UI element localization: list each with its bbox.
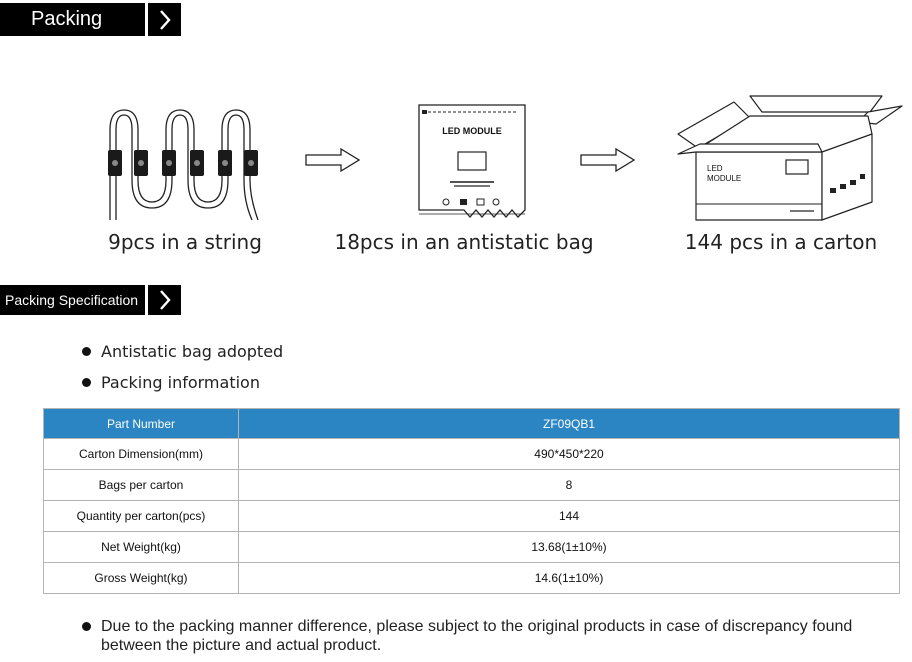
arrow-right-icon bbox=[580, 147, 636, 177]
table-row: Quantity per carton(pcs) 144 bbox=[43, 500, 900, 532]
table-cell-label: Net Weight(kg) bbox=[43, 531, 239, 563]
table-cell-value: 144 bbox=[238, 500, 900, 532]
table-row: Gross Weight(kg) 14.6(1±10%) bbox=[43, 562, 900, 594]
arrow-right-icon bbox=[305, 147, 361, 177]
antistatic-bag-illustration: LED MODULE bbox=[418, 104, 526, 225]
carton-label-line1: LED bbox=[707, 164, 723, 173]
table-row: Carton Dimension(mm) 490*450*220 bbox=[43, 438, 900, 470]
table-cell-value: 14.6(1±10%) bbox=[238, 562, 900, 594]
led-string-illustration bbox=[100, 100, 270, 230]
carton-label-line2: MODULE bbox=[707, 174, 742, 183]
bullet-text: Antistatic bag adopted bbox=[101, 342, 284, 361]
section-title: Packing bbox=[31, 8, 103, 30]
bullet-text: Packing information bbox=[101, 373, 260, 392]
packing-info-table: Part Number ZF09QB1 Carton Dimension(mm)… bbox=[43, 408, 900, 594]
bag-label: LED MODULE bbox=[442, 126, 502, 136]
packing-section-header: Packing bbox=[0, 3, 181, 36]
header-divider bbox=[145, 285, 148, 315]
table-header-row: Part Number ZF09QB1 bbox=[43, 408, 900, 439]
stage-caption-bag: 18pcs in an antistatic bag bbox=[334, 230, 594, 254]
carton-label: LED MODULE bbox=[707, 164, 741, 184]
chevron-right-icon bbox=[148, 285, 181, 315]
table-header-cell: ZF09QB1 bbox=[238, 408, 900, 439]
bullet-item: Packing information bbox=[82, 373, 260, 392]
bullet-dot-icon bbox=[82, 622, 91, 631]
chevron-right-icon bbox=[148, 3, 181, 36]
table-cell-label: Gross Weight(kg) bbox=[43, 562, 239, 594]
table-row: Net Weight(kg) 13.68(1±10%) bbox=[43, 531, 900, 563]
bullet-item: Antistatic bag adopted bbox=[82, 342, 283, 361]
stage-caption-carton: 144 pcs in a carton bbox=[684, 230, 878, 254]
table-cell-label: Quantity per carton(pcs) bbox=[43, 500, 239, 532]
header-divider bbox=[145, 3, 148, 36]
carton-box-illustration: LED MODULE bbox=[672, 88, 908, 229]
table-cell-label: Carton Dimension(mm) bbox=[43, 438, 239, 470]
section-title: Packing Specification bbox=[5, 292, 139, 308]
note-text: Due to the packing manner difference, pl… bbox=[101, 618, 853, 654]
table-cell-value: 13.68(1±10%) bbox=[238, 531, 900, 563]
table-row: Bags per carton 8 bbox=[43, 469, 900, 501]
table-cell-label: Bags per carton bbox=[43, 469, 239, 501]
table-cell-value: 8 bbox=[238, 469, 900, 501]
table-header-cell: Part Number bbox=[43, 408, 239, 439]
bullet-dot-icon bbox=[82, 378, 91, 387]
disclaimer-note: Due to the packing manner difference, pl… bbox=[82, 617, 882, 655]
packing-specification-header: Packing Specification bbox=[0, 285, 181, 315]
stage-caption-string: 9pcs in a string bbox=[108, 230, 262, 254]
table-cell-value: 490*450*220 bbox=[238, 438, 900, 470]
bullet-dot-icon bbox=[82, 347, 91, 356]
